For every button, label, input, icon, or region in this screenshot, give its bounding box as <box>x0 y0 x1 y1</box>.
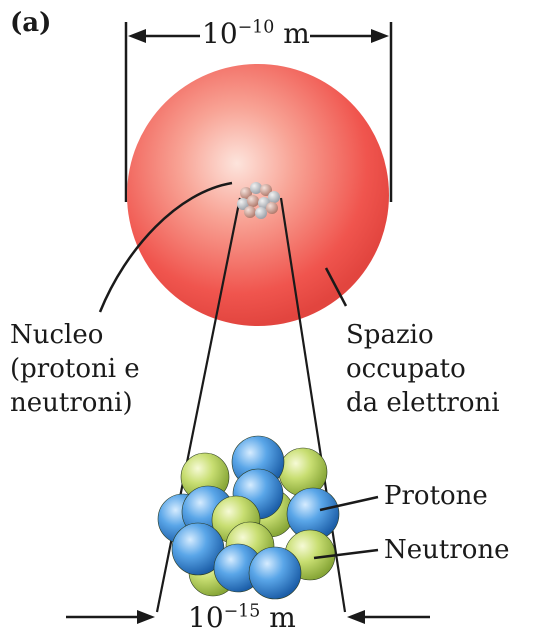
electron-label-line-1: Spazio <box>346 318 500 352</box>
electron-space-label: Spazio occupato da elettroni <box>346 318 500 420</box>
nucleus-label-line-3: neutroni) <box>10 386 140 420</box>
neutron-label: Neutrone <box>384 537 510 563</box>
electron-cloud <box>127 64 389 326</box>
atom-size-unit: m <box>283 17 310 50</box>
proton-sphere <box>249 547 301 599</box>
proton-label: Protone <box>384 483 488 509</box>
electron-label-line-3: da elettroni <box>346 386 500 420</box>
enlarged-nucleus <box>158 436 339 599</box>
nucleus-label-line-1: Nucleo <box>10 318 140 352</box>
nucleus-size-exponent: −15 <box>224 602 261 622</box>
atom-size-exponent: −10 <box>238 18 275 38</box>
atom-size-label: 10−10 m <box>202 20 310 48</box>
nucleus-label: Nucleo (protoni e neutroni) <box>10 318 140 420</box>
atom-size-base: 10 <box>202 17 238 50</box>
nucleus-size-unit: m <box>269 601 296 634</box>
electron-label-line-2: occupato <box>346 352 500 386</box>
nucleus-size-label: 10−15 m <box>188 604 296 632</box>
panel-label: (a) <box>10 10 51 36</box>
nucleus-label-line-2: (protoni e <box>10 352 140 386</box>
nucleus-size-base: 10 <box>188 601 224 634</box>
